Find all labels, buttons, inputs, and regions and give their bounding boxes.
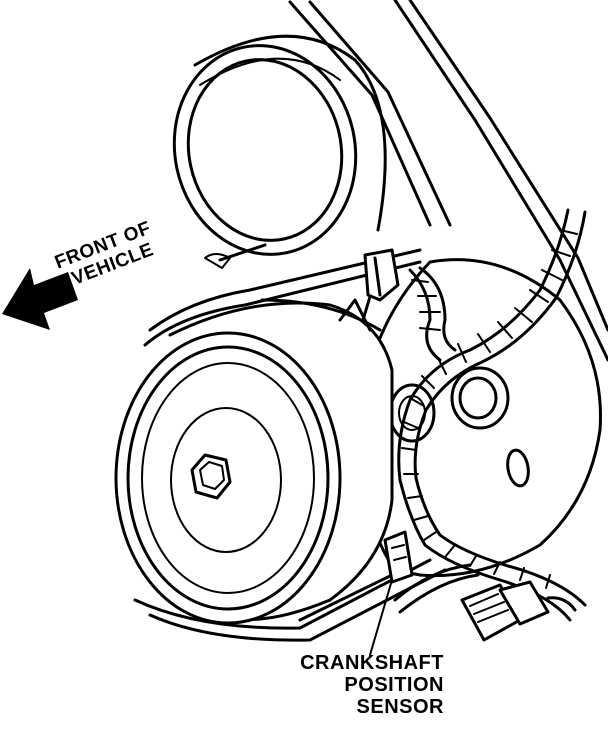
left-arrow-icon [2,268,78,330]
engine-block [358,258,602,578]
sensor-label-line-3: SENSOR [356,696,444,718]
crankshaft-pulley [114,298,447,642]
sensor-label-line-2: POSITION [344,674,444,696]
crankshaft-position-sensor [383,530,414,584]
upper-pulley [172,34,387,256]
sensor-label-line-1: CRANKSHAFT [300,652,444,674]
serpentine-belt [143,0,608,362]
sensor-leader-line [369,579,393,656]
crankshaft-position-sensor-label: CRANKSHAFT POSITION SENSOR [258,652,444,718]
wiring-harness [393,208,587,622]
harness-connector [460,580,577,642]
upper-bracket [204,248,400,332]
